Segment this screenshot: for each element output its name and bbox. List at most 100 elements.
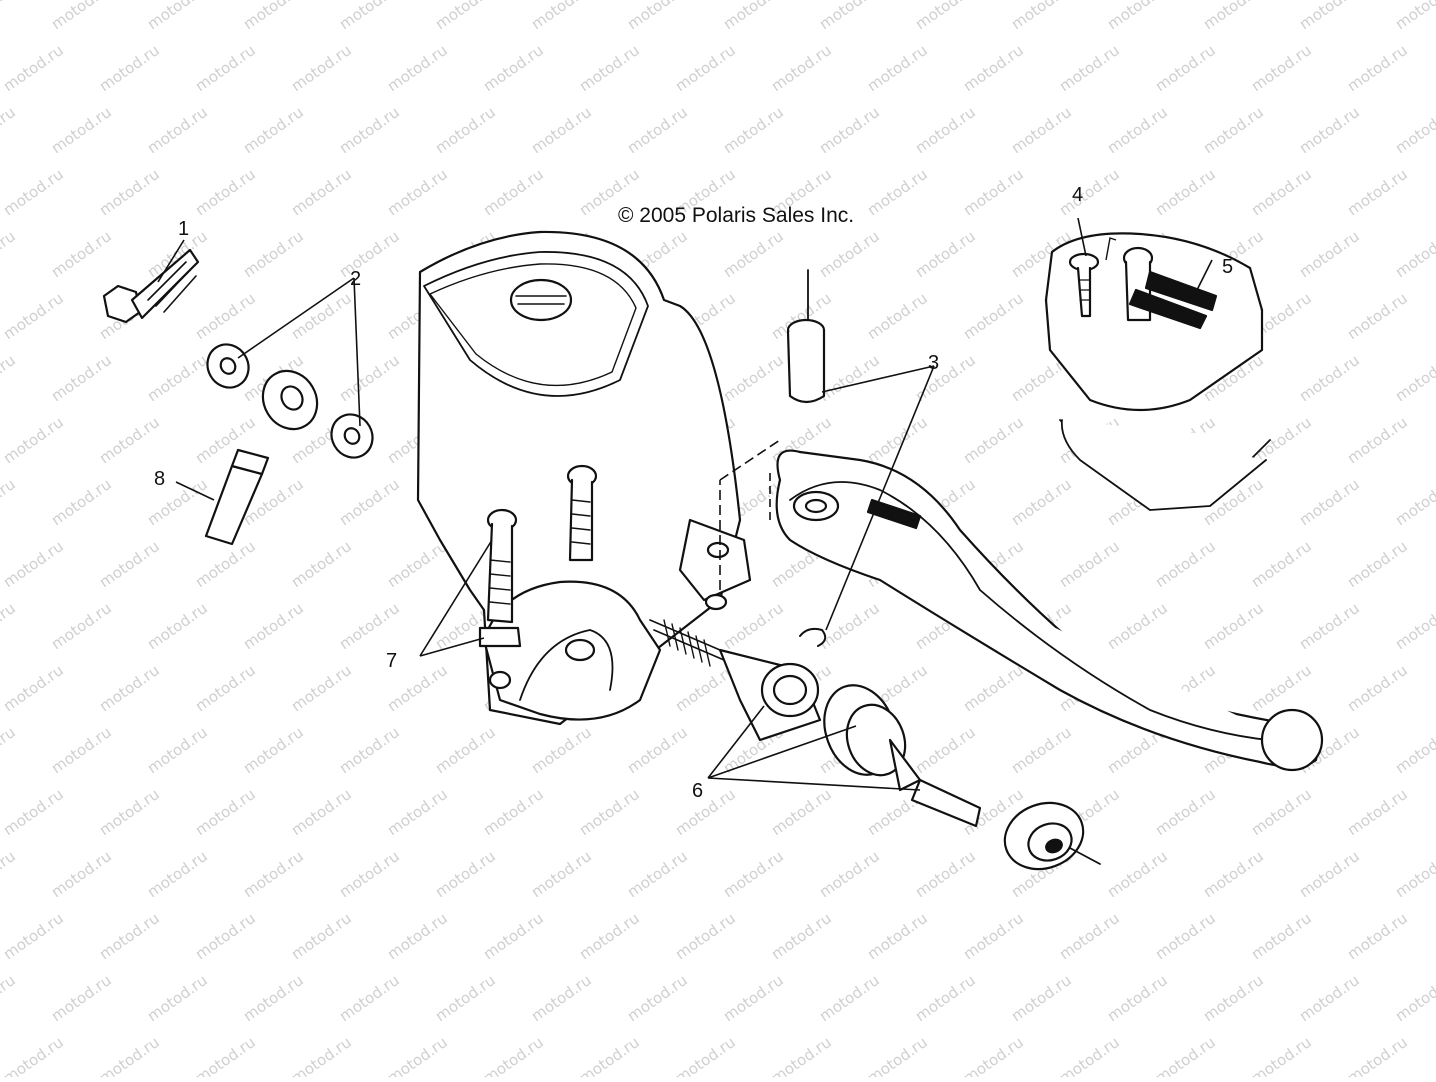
watermark-text: motod.ru: [0, 165, 67, 219]
banjo-bolt: [102, 248, 200, 324]
watermark-text: motod.ru: [576, 1033, 643, 1077]
watermark-text: motod.ru: [816, 599, 883, 653]
watermark-text: motod.ru: [336, 351, 403, 405]
watermark-text: motod.ru: [1344, 909, 1411, 963]
watermark-text: motod.ru: [864, 165, 931, 219]
watermark-text: motod.ru: [384, 537, 451, 591]
watermark-text: motod.ru: [288, 661, 355, 715]
watermark-text: motod.ru: [0, 103, 19, 157]
callout-4: 4: [1072, 184, 1084, 206]
watermark-text: motod.ru: [816, 103, 883, 157]
watermark-text: motod.ru: [144, 351, 211, 405]
watermark-text: motod.ru: [1104, 847, 1171, 901]
watermark-text: motod.ru: [480, 785, 547, 839]
watermark-text: motod.ru: [720, 971, 787, 1025]
watermark-text: motod.ru: [720, 351, 787, 405]
watermark-text: motod.ru: [720, 847, 787, 901]
watermark-text: motod.ru: [240, 0, 307, 33]
watermark-text: motod.ru: [1344, 165, 1411, 219]
copyright-notice: © 2005 Polaris Sales Inc.: [618, 204, 855, 227]
callout-7: 7: [386, 650, 398, 672]
watermark-text: motod.ru: [1392, 103, 1436, 157]
watermark-text: motod.ru: [336, 103, 403, 157]
watermark-text: motod.ru: [1392, 0, 1436, 33]
watermark-text: motod.ru: [0, 413, 67, 467]
watermark-text: motod.ru: [1008, 103, 1075, 157]
watermark-text: motod.ru: [480, 909, 547, 963]
watermark-text: motod.ru: [768, 41, 835, 95]
watermark-text: motod.ru: [144, 723, 211, 777]
watermark-text: motod.ru: [96, 909, 163, 963]
watermark-text: motod.ru: [768, 785, 835, 839]
watermark-text: motod.ru: [1392, 971, 1436, 1025]
watermark-text: motod.ru: [0, 0, 19, 33]
retaining-clip: [799, 627, 827, 647]
watermark-text: motod.ru: [192, 661, 259, 715]
watermark-text: motod.ru: [384, 909, 451, 963]
watermark-text: motod.ru: [912, 0, 979, 33]
watermark-text: motod.ru: [1344, 537, 1411, 591]
watermark-text: motod.ru: [960, 909, 1027, 963]
watermark-text: motod.ru: [1344, 785, 1411, 839]
watermark-text: motod.ru: [480, 165, 547, 219]
watermark-text: motod.ru: [1152, 537, 1219, 591]
watermark-text: motod.ru: [1200, 847, 1267, 901]
watermark-text: motod.ru: [48, 971, 115, 1025]
brake-hose-fitting: [204, 369, 319, 546]
watermark-text: motod.ru: [0, 351, 19, 405]
watermark-text: motod.ru: [0, 661, 67, 715]
watermark-text: motod.ru: [1344, 413, 1411, 467]
watermark-text: motod.ru: [480, 41, 547, 95]
watermark-text: motod.ru: [1248, 909, 1315, 963]
watermark-text: motod.ru: [1008, 0, 1075, 33]
watermark-text: motod.ru: [864, 41, 931, 95]
watermark-text: motod.ru: [432, 847, 499, 901]
watermark-text: motod.ru: [288, 41, 355, 95]
watermark-text: motod.ru: [384, 785, 451, 839]
watermark-text: motod.ru: [912, 971, 979, 1025]
watermark-text: motod.ru: [672, 785, 739, 839]
watermark-text: motod.ru: [0, 289, 67, 343]
watermark-text: motod.ru: [1056, 41, 1123, 95]
watermark-text: motod.ru: [1392, 351, 1436, 405]
watermark-text: motod.ru: [1104, 0, 1171, 33]
callout-1: 1: [178, 218, 190, 240]
watermark-text: motod.ru: [96, 413, 163, 467]
watermark-text: motod.ru: [720, 103, 787, 157]
watermark-text: motod.ru: [624, 0, 691, 33]
watermark-text: motod.ru: [0, 1033, 67, 1077]
watermark-text: motod.ru: [1392, 227, 1436, 281]
watermark-text: motod.ru: [336, 0, 403, 33]
watermark-text: motod.ru: [672, 1033, 739, 1077]
watermark-text: motod.ru: [240, 723, 307, 777]
watermark-text: motod.ru: [1152, 1033, 1219, 1077]
watermark-text: motod.ru: [1344, 661, 1411, 715]
watermark-text: motod.ru: [960, 1033, 1027, 1077]
watermark-text: motod.ru: [624, 103, 691, 157]
watermark-text: motod.ru: [0, 909, 67, 963]
watermark-text: motod.ru: [96, 41, 163, 95]
watermark-text: motod.ru: [960, 41, 1027, 95]
watermark-text: motod.ru: [1296, 475, 1363, 529]
watermark-text: motod.ru: [48, 599, 115, 653]
watermark-text: motod.ru: [768, 1033, 835, 1077]
watermark-text: motod.ru: [672, 41, 739, 95]
watermark-text: motod.ru: [144, 847, 211, 901]
watermark-text: motod.ru: [1104, 599, 1171, 653]
watermark-text: motod.ru: [0, 599, 19, 653]
watermark-text: motod.ru: [48, 475, 115, 529]
watermark-text: motod.ru: [720, 599, 787, 653]
watermark-text: motod.ru: [336, 227, 403, 281]
watermark-text: motod.ru: [672, 909, 739, 963]
watermark-text: motod.ru: [816, 227, 883, 281]
watermark-text: motod.ru: [192, 909, 259, 963]
callout-6: 6: [692, 780, 704, 802]
watermark-text: motod.ru: [192, 785, 259, 839]
watermark-text: motod.ru: [384, 1033, 451, 1077]
watermark-text: motod.ru: [192, 41, 259, 95]
watermark-text: motod.ru: [336, 475, 403, 529]
watermark-text: motod.ru: [432, 103, 499, 157]
watermark-text: motod.ru: [864, 909, 931, 963]
sealing-washer-upper: [206, 343, 250, 389]
